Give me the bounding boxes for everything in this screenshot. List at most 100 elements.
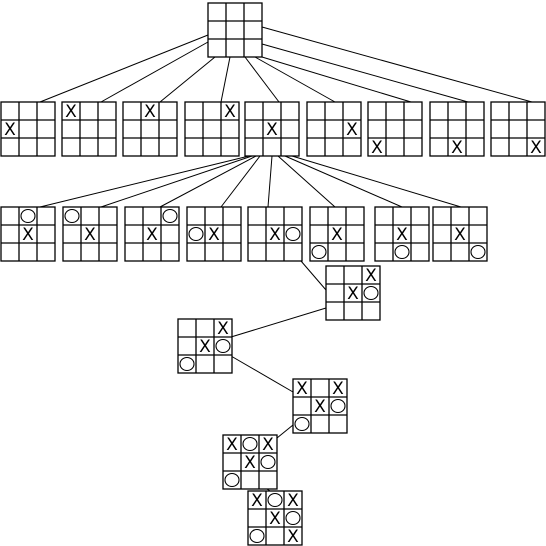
board-background [248, 491, 302, 545]
board-background [208, 3, 262, 57]
cell-mark-x: X [224, 102, 236, 122]
board-background [293, 379, 347, 433]
cell-mark-x: X [287, 527, 299, 546]
cell-mark-x: X [371, 138, 383, 158]
tree-edge-root-to-d1-7 [261, 56, 412, 103]
cell-mark-x: X [4, 120, 16, 140]
board-background [375, 207, 429, 261]
board-d1-1: X [0, 101, 56, 157]
cell-mark-x: X [454, 225, 466, 245]
board-border [429, 101, 485, 157]
cell-mark-x: X [346, 120, 358, 140]
board-background [248, 207, 302, 261]
board-background [245, 102, 299, 156]
board-border [0, 206, 56, 262]
cell-mark-x: X [530, 138, 542, 158]
cell-mark-o [267, 492, 283, 508]
board-background [1, 207, 55, 261]
board-border [292, 378, 348, 434]
cell-mark-x: X [296, 379, 308, 399]
cell-mark-o [64, 208, 80, 224]
board-border [247, 206, 303, 262]
board-root [207, 2, 263, 58]
board-background [326, 266, 380, 320]
board-d1-8: X [429, 101, 485, 158]
cell-mark-o [20, 208, 36, 224]
tree-edge-root-to-d1-3 [159, 56, 216, 103]
board-background [187, 207, 241, 261]
cell-mark-x: X [144, 102, 156, 122]
board-background [368, 102, 422, 156]
board-border [306, 101, 362, 157]
board-d3: XX [325, 265, 381, 321]
board-d2-3: X [124, 206, 180, 262]
board-border [367, 101, 423, 157]
cell-mark-x: X [65, 102, 77, 122]
board-border [244, 101, 300, 157]
tree-edge-root-to-d1-9 [261, 26, 533, 103]
board-d4: XX [177, 318, 233, 374]
tree-edge-root-to-d1-2 [100, 41, 209, 103]
cell-mark-x: X [314, 397, 326, 417]
board-d1-5: X [244, 101, 300, 157]
cell-mark-x: X [269, 509, 281, 529]
board-background [223, 435, 277, 489]
tree-edge-d1-5-to-d2-1 [39, 155, 250, 208]
cell-mark-x: X [199, 337, 211, 357]
tree-edge-d1-5-to-d2-5 [267, 155, 273, 208]
tree-edge-d4-to-d5 [230, 355, 294, 393]
board-border [184, 101, 240, 157]
cell-mark-x: X [287, 491, 299, 511]
tree-edge-d1-5-to-d2-3 [159, 155, 257, 208]
cell-mark-o [188, 226, 204, 242]
board-d2-4: X [186, 206, 242, 262]
cell-mark-o [294, 416, 310, 432]
board-background [125, 207, 179, 261]
cell-mark-o [224, 472, 240, 488]
board-background [178, 319, 232, 373]
board-border [0, 101, 56, 157]
cell-mark-o [179, 356, 195, 372]
cell-mark-x: X [331, 225, 343, 245]
tree-edge-root-to-d1-8 [261, 43, 469, 103]
board-border [186, 206, 242, 262]
tree-edge-d2-5-to-d3 [300, 260, 327, 291]
cell-mark-x: X [269, 225, 281, 245]
board-border [247, 490, 303, 546]
board-d1-3: X [122, 101, 178, 157]
tree-edge-d1-5-to-d2-2 [100, 155, 253, 208]
cell-mark-x: X [396, 225, 408, 245]
cell-mark-x: X [146, 225, 158, 245]
board-background [433, 207, 487, 261]
board-d2-6: X [309, 206, 365, 262]
cell-mark-o [260, 454, 276, 470]
board-background [310, 207, 364, 261]
board-border [177, 318, 233, 374]
cell-mark-x: X [332, 379, 344, 399]
tree-edge-d1-5-to-d2-6 [277, 155, 336, 208]
cell-mark-x: X [84, 225, 96, 245]
cell-mark-x: X [251, 491, 263, 511]
cell-mark-x: X [365, 266, 377, 286]
cell-mark-x: X [262, 435, 274, 455]
board-background [307, 102, 361, 156]
cell-mark-o [330, 398, 346, 414]
board-d2-5: X [247, 206, 303, 262]
board-border [490, 101, 546, 157]
board-d1-4: X [184, 101, 240, 157]
board-d2-7: X [374, 206, 430, 262]
board-border [122, 101, 178, 157]
board-background [1, 102, 55, 156]
board-background [123, 102, 177, 156]
board-background [491, 102, 545, 156]
cell-mark-o [162, 208, 178, 224]
board-d2-1: X [0, 206, 56, 262]
board-background [63, 207, 117, 261]
board-d1-9: X [490, 101, 546, 158]
tree-edge-root-to-d1-1 [39, 34, 209, 103]
cell-mark-x: X [226, 435, 238, 455]
